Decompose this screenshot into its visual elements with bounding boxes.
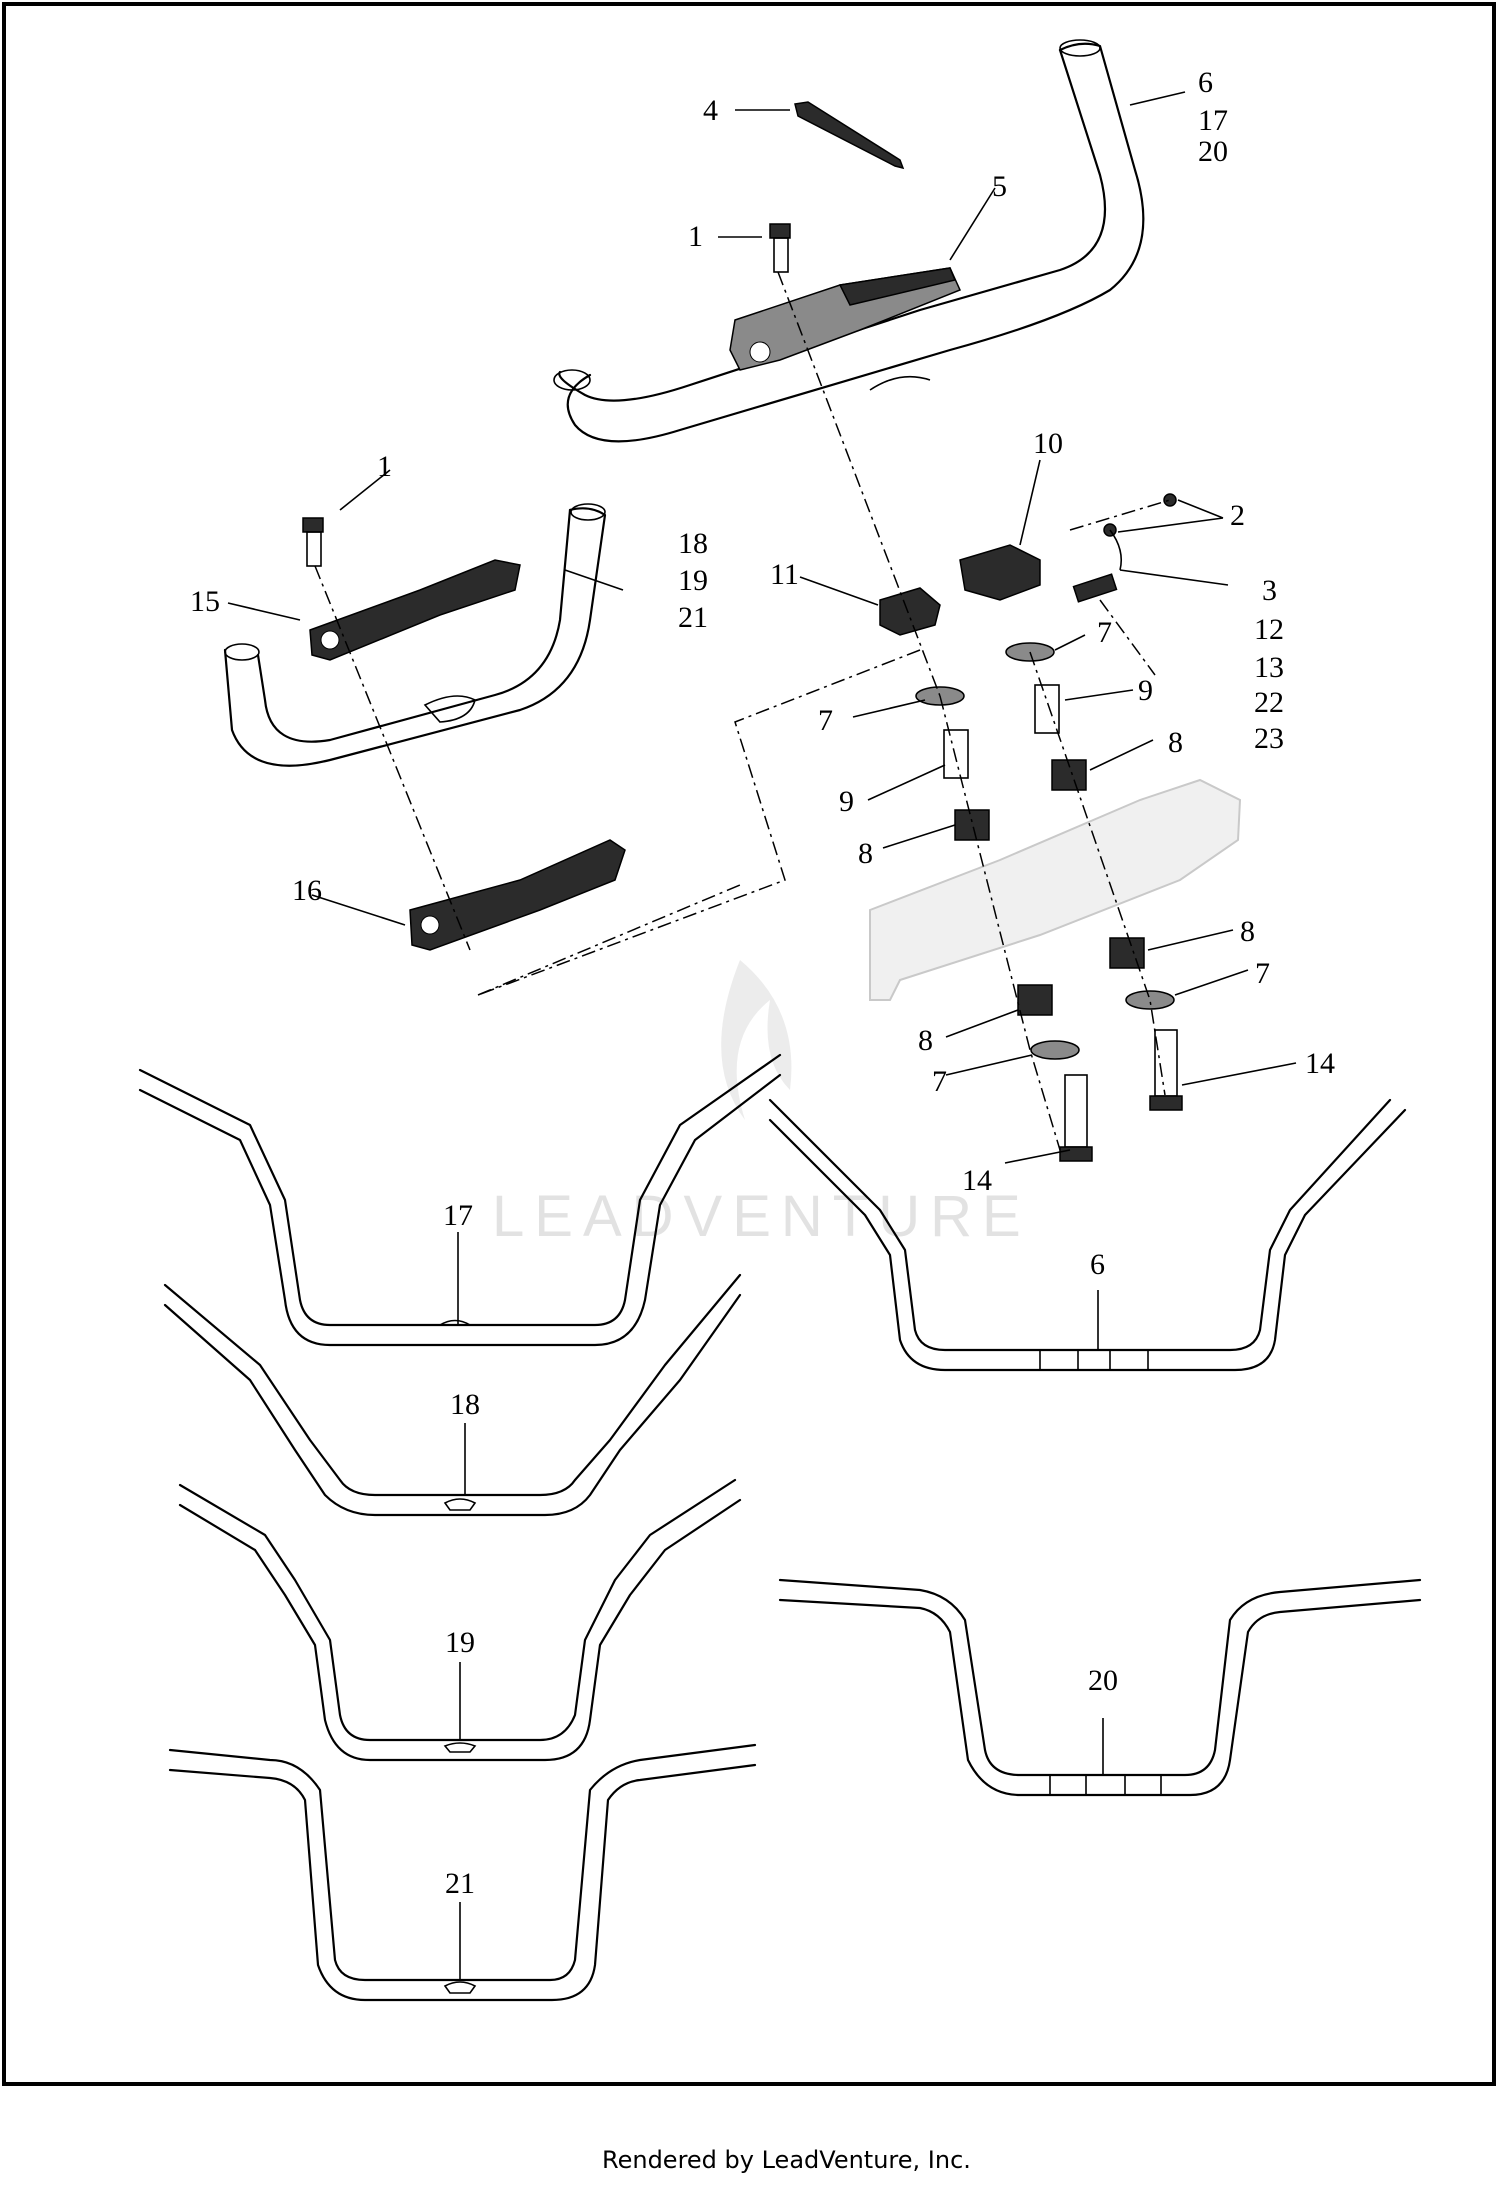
- callout-4: 4: [703, 94, 718, 127]
- callout-11: 11: [770, 558, 799, 591]
- callout-14-a: 14: [1305, 1047, 1335, 1080]
- handlebar-6: [768, 1098, 1407, 1372]
- callout-8-c: 8: [1240, 915, 1255, 948]
- bolt-1-left: [302, 517, 324, 567]
- callout-19: 19: [445, 1626, 475, 1659]
- callout-21: 21: [445, 1867, 475, 1900]
- callout-17-top: 17: [1198, 104, 1228, 137]
- callout-3: 3: [1262, 574, 1277, 607]
- callout-8-d: 8: [918, 1024, 933, 1057]
- handlebar-6-top: [553, 39, 1145, 443]
- callout-22: 22: [1254, 686, 1284, 719]
- handlebar-21: [168, 1743, 757, 2002]
- handlebar-17: [138, 1053, 782, 1347]
- spacers-9: [943, 684, 1060, 779]
- callout-1-top: 1: [688, 220, 703, 253]
- callout-7-d: 7: [932, 1065, 947, 1098]
- callout-7-a: 7: [1097, 616, 1112, 649]
- assembly-lines: [314, 271, 1171, 1151]
- callout-7-c: 7: [1255, 957, 1270, 990]
- lower-clamp-16: [409, 839, 626, 951]
- upper-clamp-5: [729, 267, 962, 371]
- washers-7: [915, 642, 1175, 1060]
- callout-8-a: 8: [1168, 726, 1183, 759]
- upper-clamp-15: [309, 559, 521, 661]
- riser-11: [879, 587, 941, 636]
- callout-17: 17: [443, 1199, 473, 1232]
- callout-6-top: 6: [1198, 66, 1213, 99]
- bolt-1-top: [769, 223, 791, 273]
- callout-20-top: 20: [1198, 135, 1228, 168]
- diagram-border: [2, 2, 1496, 2086]
- bushings-8: [954, 759, 1145, 1016]
- callout-7-b: 7: [818, 704, 833, 737]
- cable-strap: [794, 101, 905, 170]
- handlebar-18-19-21-top: [223, 503, 607, 767]
- callout-13: 13: [1254, 651, 1284, 684]
- callout-10: 10: [1033, 427, 1063, 460]
- switch-3: [1072, 529, 1123, 603]
- callout-8-b: 8: [858, 837, 873, 870]
- callout-19-top: 19: [678, 564, 708, 597]
- callout-18: 18: [450, 1388, 480, 1421]
- footer-credit: Rendered by LeadVenture, Inc.: [602, 2146, 971, 2174]
- callout-9-b: 9: [839, 785, 854, 818]
- handlebar-18: [163, 1273, 742, 1517]
- callouts: 4 6 17 20 5 1 1 10 2 18 19 21 11 3 12 13…: [190, 66, 1335, 1900]
- watermark: LEADVENTURE: [492, 960, 1031, 1249]
- callout-14-b: 14: [962, 1164, 992, 1197]
- callout-15: 15: [190, 585, 220, 618]
- riser-10: [959, 544, 1041, 601]
- callout-12: 12: [1254, 613, 1284, 646]
- callout-16: 16: [292, 874, 322, 907]
- callout-18-top: 18: [678, 527, 708, 560]
- callout-21-top: 21: [678, 601, 708, 634]
- callout-2: 2: [1230, 499, 1245, 532]
- callout-5: 5: [992, 170, 1007, 203]
- callout-20: 20: [1088, 1664, 1118, 1697]
- leader-lines: [227, 91, 1297, 1980]
- triple-clamp: [869, 778, 1242, 1001]
- callout-9-a: 9: [1138, 674, 1153, 707]
- callout-1-left: 1: [377, 450, 392, 483]
- handlebar-19: [178, 1478, 742, 1762]
- callout-6: 6: [1090, 1248, 1105, 1281]
- watermark-text: LEADVENTURE: [492, 1184, 1031, 1249]
- callout-23: 23: [1254, 722, 1284, 755]
